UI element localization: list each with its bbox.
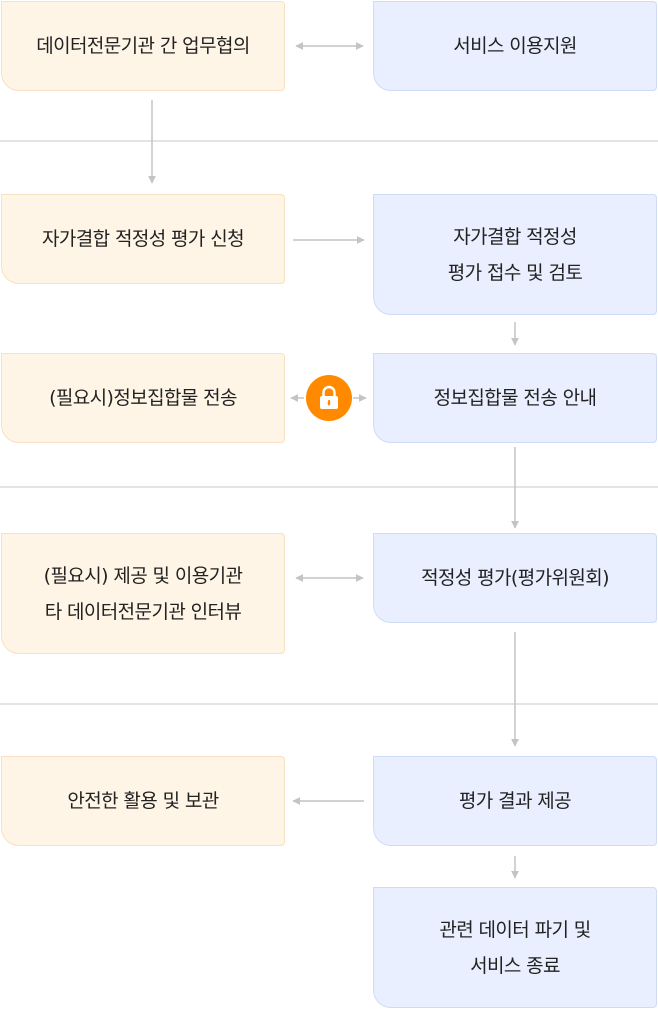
step-interview-label: (필요시) 제공 및 이용기관 타 데이터전문기관 인터뷰 [43,564,243,623]
step-apply-evaluation-label: 자가결합 적정성 평가 신청 [42,228,245,250]
step-consultation: 데이터전문기관 간 업무협의 [1,1,285,91]
step-safe-use-label: 안전한 활용 및 보관 [67,790,219,812]
step-evaluation-label: 적정성 평가(평가위원회) [421,567,609,589]
lock-icon [320,385,338,409]
step-safe-use: 안전한 활용 및 보관 [1,756,285,846]
step-evaluation: 적정성 평가(평가위원회) [373,533,657,623]
step-service-support-label: 서비스 이용지원 [453,35,577,57]
step-receive-review: 자가결합 적정성 평가 접수 및 검토 [373,194,657,315]
section-divider [0,486,658,488]
section-divider [0,703,658,705]
step-provide-result-label: 평가 결과 제공 [458,790,572,812]
step-apply-evaluation: 자가결합 적정성 평가 신청 [1,194,285,284]
lock-badge [306,375,352,421]
step-provide-result: 평가 결과 제공 [373,756,657,846]
step-consultation-label: 데이터전문기관 간 업무협의 [36,35,250,57]
step-send-data-label: (필요시)정보집합물 전송 [49,387,237,409]
step-send-notice: 정보집합물 전송 안내 [373,353,657,443]
section-divider [0,140,658,142]
step-receive-review-label: 자가결합 적정성 평가 접수 및 검토 [447,225,583,284]
step-service-support: 서비스 이용지원 [373,1,657,91]
step-send-data: (필요시)정보집합물 전송 [1,353,285,443]
step-send-notice-label: 정보집합물 전송 안내 [433,387,597,409]
step-destroy-end: 관련 데이터 파기 및 서비스 종료 [373,887,657,1008]
step-interview: (필요시) 제공 및 이용기관 타 데이터전문기관 인터뷰 [1,533,285,654]
step-destroy-end-label: 관련 데이터 파기 및 서비스 종료 [439,918,591,977]
